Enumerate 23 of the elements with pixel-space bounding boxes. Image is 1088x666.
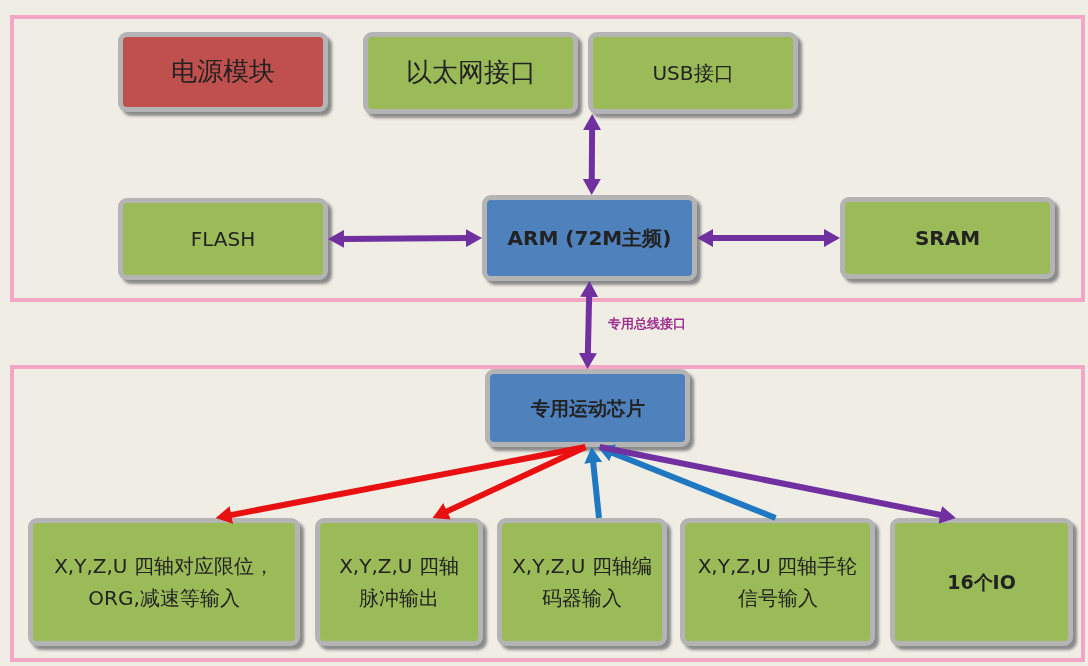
arrow bbox=[582, 114, 602, 195]
arrow bbox=[578, 281, 599, 369]
module-box: 电源模块 bbox=[118, 32, 328, 112]
arrow bbox=[584, 447, 603, 519]
arrow bbox=[599, 444, 956, 524]
module-box: X,Y,Z,U 四轴编码器输入 bbox=[497, 518, 667, 646]
module-box: ARM (72M主频) bbox=[482, 195, 697, 281]
section-panel bbox=[10, 365, 1085, 662]
section-panel bbox=[10, 15, 1085, 302]
arrow bbox=[697, 229, 840, 247]
module-box: 专用运动芯片 bbox=[485, 369, 690, 447]
module-box: 以太网接口 bbox=[363, 32, 578, 114]
arrow bbox=[597, 444, 777, 521]
module-box: USB接口 bbox=[588, 32, 798, 114]
arrow bbox=[432, 444, 587, 520]
module-box: X,Y,Z,U 四轴对应限位，ORG,减速等输入 bbox=[28, 518, 300, 646]
module-box: FLASH bbox=[118, 198, 328, 280]
module-box: 16个IO bbox=[890, 518, 1073, 646]
module-box: SRAM bbox=[840, 197, 1055, 279]
module-box: X,Y,Z,U 四轴脉冲输出 bbox=[315, 518, 483, 646]
module-box: X,Y,Z,U 四轴手轮信号输入 bbox=[680, 518, 875, 646]
arrow bbox=[328, 229, 482, 248]
arrow bbox=[215, 444, 586, 524]
